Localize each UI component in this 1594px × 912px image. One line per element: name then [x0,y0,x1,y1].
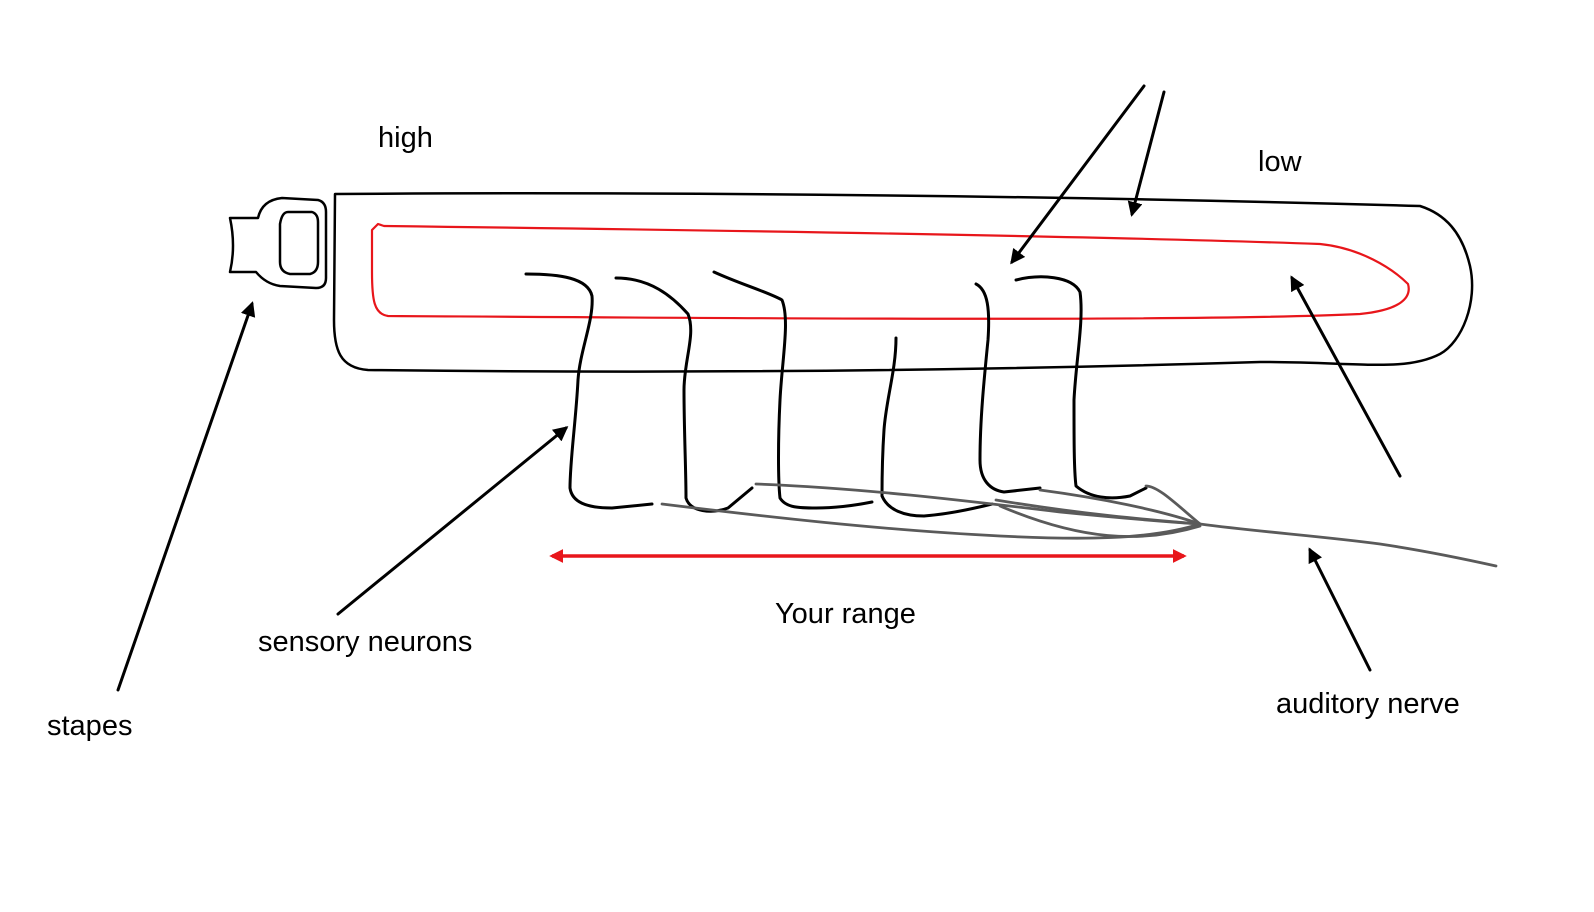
auditory-nerve-arrow [1308,547,1372,672]
basilar-membrane [370,222,1410,320]
nerve-fiber-bundle [660,482,1498,568]
auditory-nerve-trunk [1198,522,1498,568]
stapes-shape [228,196,328,290]
top-arrow-1 [1010,84,1146,265]
neuron-1 [524,272,654,510]
neuron-5 [974,282,1042,494]
low-frequency-label: low [1258,146,1302,178]
cochlea-outline [332,192,1474,373]
stapes-arrow [116,301,256,692]
sensory-neurons-label: sensory neurons [258,626,473,658]
neuron-6 [1014,275,1148,500]
apex-arrow [1290,275,1402,478]
stapes-label: stapes [47,710,133,742]
pointer-arrows [116,84,1402,692]
top-arrow-2 [1127,90,1166,217]
neuron-2 [614,276,754,513]
sensory-neurons-arrow [336,426,569,616]
sensory-neuron-fibers [524,270,1148,518]
high-frequency-label: high [378,122,433,154]
neuron-3 [712,270,874,510]
neuron-4 [880,336,994,518]
your-range-label: Your range [775,598,916,630]
auditory-nerve-label: auditory nerve [1276,688,1460,720]
